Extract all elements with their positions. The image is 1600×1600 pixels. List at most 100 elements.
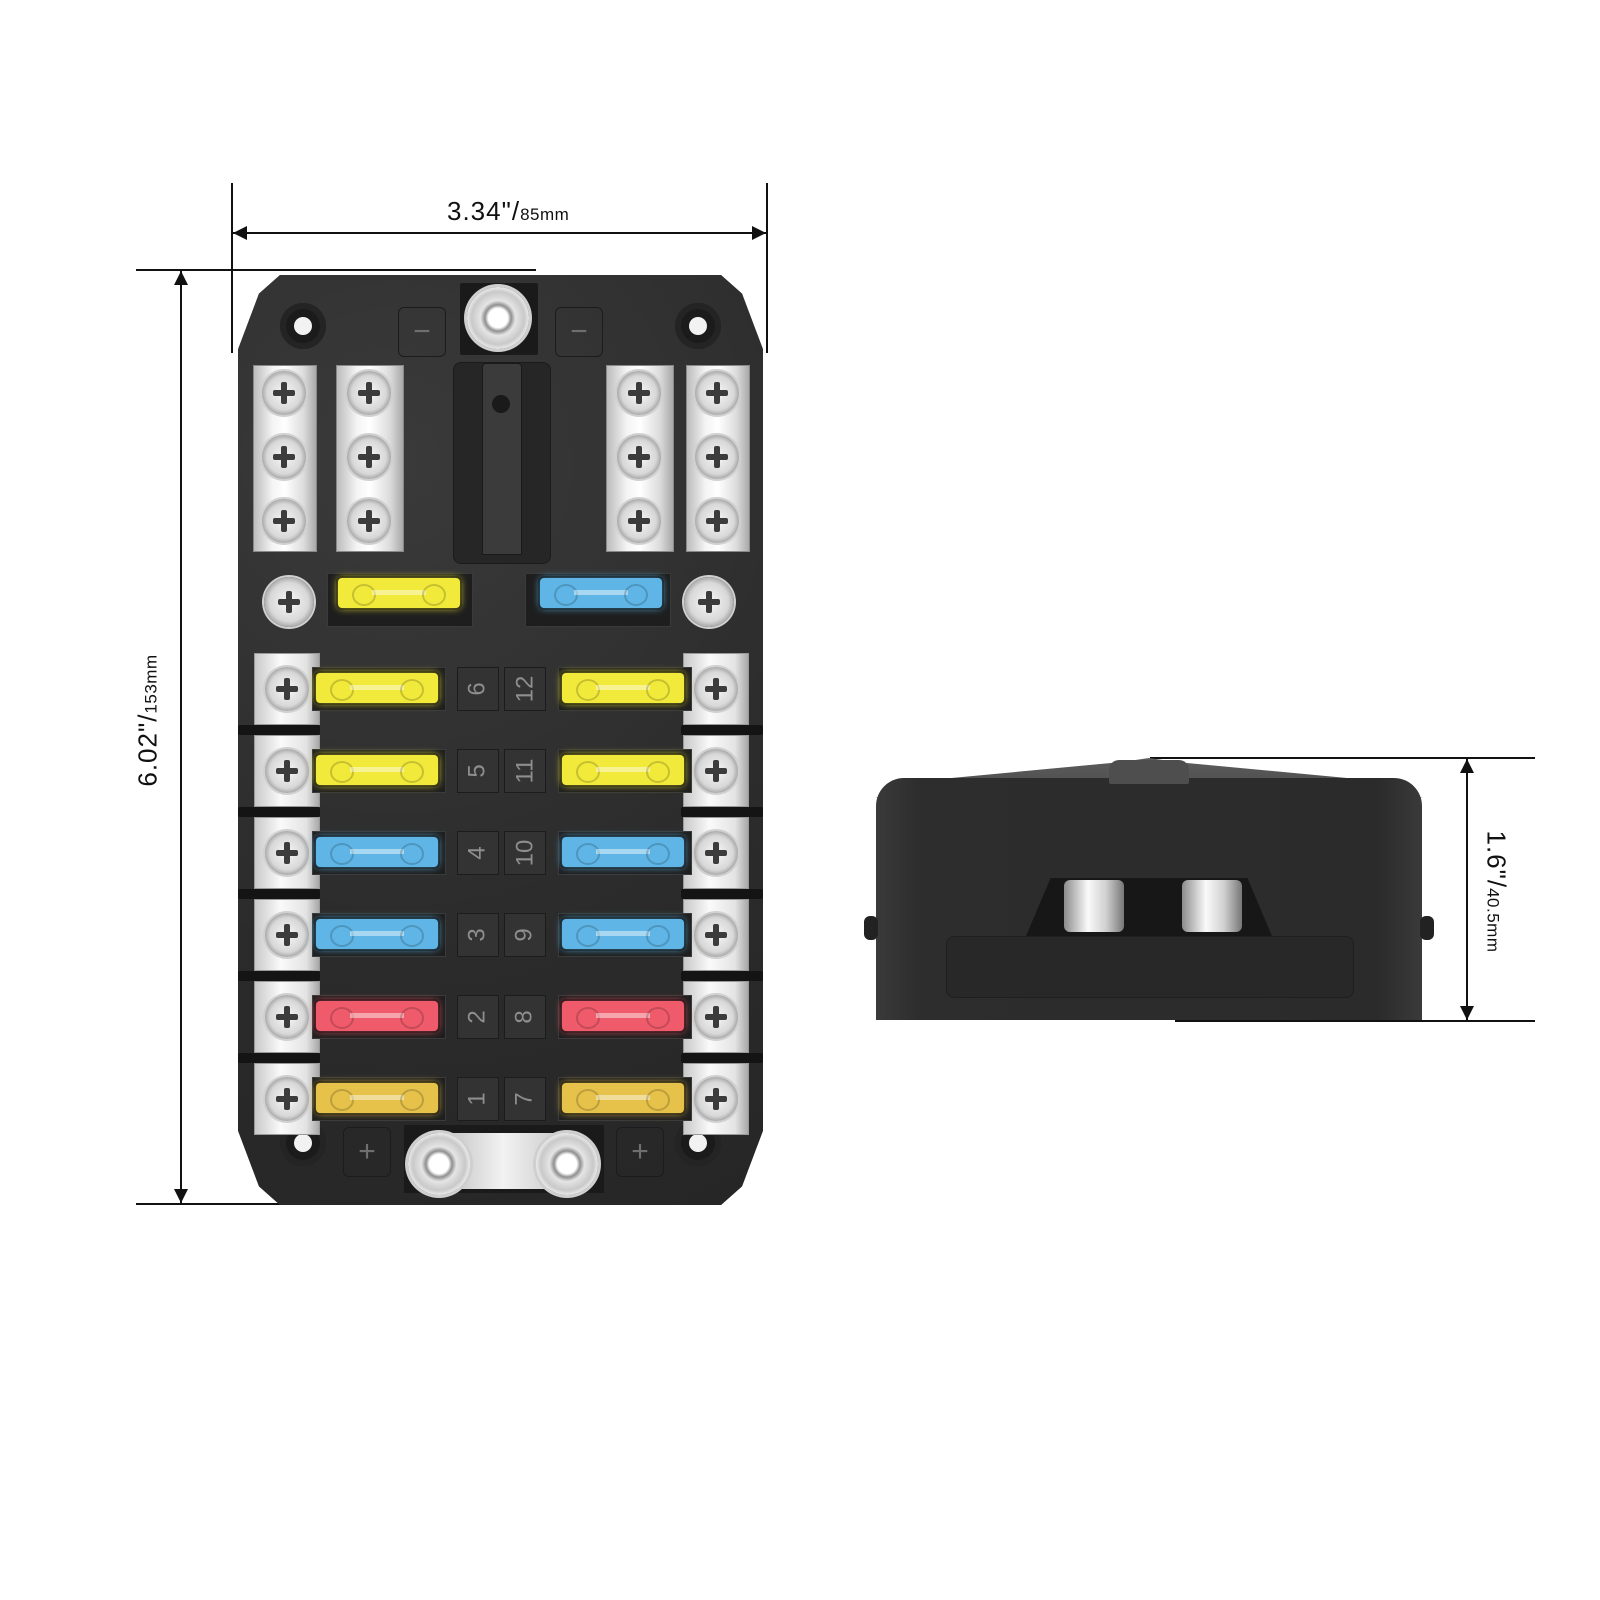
width-inches: 3.34" [447, 196, 512, 226]
fuse-slot-1[interactable] [316, 1083, 438, 1113]
slot-number-label: 6 [463, 682, 491, 696]
positive-terminal-left [254, 735, 320, 807]
terminal-screw-icon [694, 913, 738, 957]
depth-dimension-line [1466, 759, 1468, 1020]
slot-number-right: 12 [504, 667, 546, 711]
side-cover-lip [946, 936, 1354, 998]
busbar-screw-icon [347, 499, 391, 543]
terminal-screw-icon [694, 995, 738, 1039]
positive-terminal-left [254, 899, 320, 971]
fuse-slot-6[interactable] [316, 673, 438, 703]
terminal-screw-icon [694, 749, 738, 793]
width-dimension-label: 3.34"/85mm [447, 196, 569, 227]
fuse-slot-3[interactable] [316, 919, 438, 949]
terminal-divider-right [681, 889, 763, 899]
fuse-slot-7[interactable] [562, 1083, 684, 1113]
positive-terminal-left [254, 981, 320, 1053]
fuse-slot-11[interactable] [562, 755, 684, 785]
height-inches: 6.02" [132, 721, 163, 787]
side-clip-left [864, 916, 878, 940]
positive-terminal-right [683, 653, 749, 725]
terminal-screw-icon [265, 831, 309, 875]
slot-number-label: 8 [510, 1010, 538, 1024]
terminal-divider-right [681, 1053, 763, 1063]
slot-number-right: 10 [504, 831, 546, 875]
fuse-slot-4[interactable] [316, 837, 438, 867]
slot-number-label: 2 [463, 1010, 491, 1024]
terminal-divider-left [238, 725, 320, 735]
fuse-slot-8[interactable] [562, 1001, 684, 1031]
spare-fuse-left[interactable] [338, 578, 460, 608]
latch-hole-icon [492, 395, 510, 413]
slot-number-right: 9 [504, 913, 546, 957]
width-arrow-right-icon [752, 226, 766, 240]
width-extension-line-left [231, 183, 233, 353]
terminal-divider-left [238, 971, 320, 981]
fuse-slot-5[interactable] [316, 755, 438, 785]
depth-arrow-up-icon [1460, 759, 1474, 773]
height-separator: / [132, 713, 163, 722]
height-arrow-down-icon [174, 1189, 188, 1203]
positive-terminal-right [683, 981, 749, 1053]
depth-extension-line-bottom [1175, 1020, 1535, 1022]
positive-stud-left-icon [408, 1133, 470, 1195]
fuse-slot-2[interactable] [316, 1001, 438, 1031]
slot-number-left: 3 [457, 913, 499, 957]
negative-marking-left: − [398, 307, 446, 357]
terminal-divider-right [681, 971, 763, 981]
slot-number-left: 2 [457, 995, 499, 1039]
slot-number-right: 8 [504, 995, 546, 1039]
busbar-screw-icon [347, 435, 391, 479]
depth-arrow-down-icon [1460, 1006, 1474, 1020]
terminal-screw-icon [694, 1077, 738, 1121]
cover-latch[interactable] [482, 363, 522, 555]
negative-marking-right: − [555, 307, 603, 357]
positive-stud-right-icon [536, 1133, 598, 1195]
terminal-screw-icon [265, 913, 309, 957]
side-stud-right-icon [1182, 880, 1242, 932]
terminal-screw-icon [694, 667, 738, 711]
busbar-screw-icon [617, 499, 661, 543]
busbar-screw-icon [695, 499, 739, 543]
cover-screw-right-icon [684, 577, 734, 627]
fuse-block-side-view [864, 758, 1434, 1020]
slot-number-label: 7 [510, 1092, 538, 1106]
terminal-divider-left [238, 889, 320, 899]
terminal-screw-icon [265, 1077, 309, 1121]
slot-number-right: 11 [504, 749, 546, 793]
terminal-screw-icon [265, 667, 309, 711]
terminal-divider-right [681, 725, 763, 735]
width-separator: / [511, 196, 521, 226]
terminal-screw-icon [265, 749, 309, 793]
positive-terminal-right [683, 899, 749, 971]
height-dimension-line [180, 271, 182, 1203]
slot-number-left: 6 [457, 667, 499, 711]
slot-number-right: 7 [504, 1077, 546, 1121]
positive-terminal-left [254, 817, 320, 889]
width-arrow-left-icon [233, 226, 247, 240]
slot-number-label: 11 [510, 758, 538, 784]
terminal-divider-left [238, 1053, 320, 1063]
mounting-hole-top-left [280, 303, 326, 349]
terminal-screw-icon [694, 831, 738, 875]
busbar-screw-icon [617, 435, 661, 479]
negative-stud-icon [467, 287, 529, 349]
busbar-screw-icon [695, 435, 739, 479]
fuse-slot-9[interactable] [562, 919, 684, 949]
positive-terminal-left [254, 653, 320, 725]
busbar-screw-icon [262, 499, 306, 543]
positive-terminal-right [683, 735, 749, 807]
fuse-slot-12[interactable] [562, 673, 684, 703]
spare-fuse-right[interactable] [540, 578, 662, 608]
slot-number-label: 4 [463, 846, 491, 860]
depth-dimension-label: 1.6"/40.5mm [1481, 812, 1512, 972]
side-latch-knob [1109, 760, 1189, 784]
fuse-slot-10[interactable] [562, 837, 684, 867]
cover-screw-left-icon [264, 577, 314, 627]
positive-marking-left: + [343, 1127, 391, 1177]
width-extension-line-right [766, 183, 768, 353]
busbar-screw-icon [262, 371, 306, 415]
height-arrow-up-icon [174, 271, 188, 285]
depth-extension-line-top [1150, 757, 1535, 759]
